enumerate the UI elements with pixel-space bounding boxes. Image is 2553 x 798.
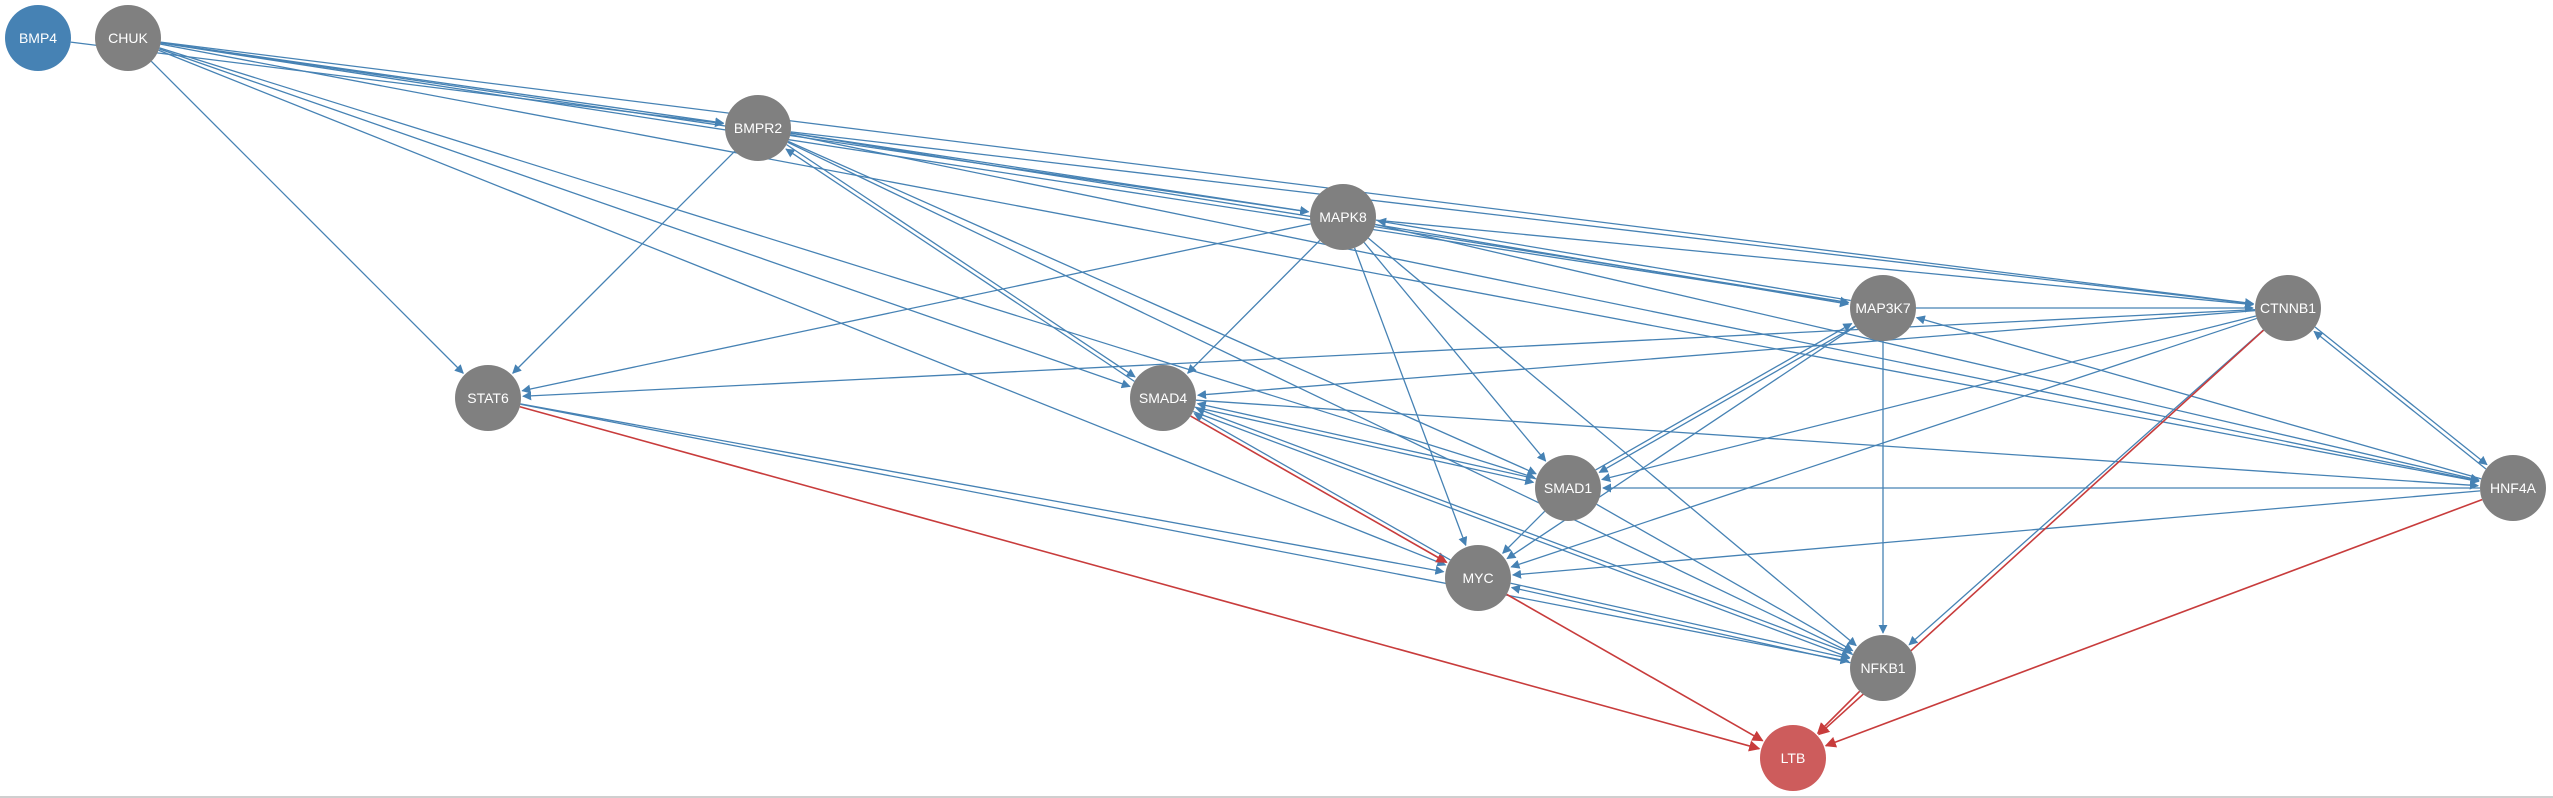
node-label: HNF4A — [2490, 480, 2537, 496]
edge-stat6-to-myc — [520, 403, 1445, 575]
edge-mapk8-to-stat6 — [521, 223, 1311, 394]
edge-hnf4a-to-ltb — [1824, 498, 2483, 748]
edge-chuk-to-map3k7 — [160, 42, 1850, 306]
node-stat6[interactable]: STAT6 — [455, 365, 521, 431]
node-label: CHUK — [108, 30, 148, 46]
node-label: MAPK8 — [1319, 209, 1367, 225]
edge-ctnnb1-to-hnf4a — [2314, 326, 2488, 466]
edge-bmpr2-to-ctnnb1 — [790, 131, 2255, 308]
node-mapk8[interactable]: MAPK8 — [1310, 184, 1376, 250]
edge-myc-to-nfkb1 — [1510, 582, 1851, 662]
edge-ctnnb1-to-myc — [1510, 317, 2257, 569]
edge-chuk-to-hnf4a — [160, 43, 2480, 485]
node-label: NFKB1 — [1860, 660, 1905, 676]
edge-chuk-to-ctnnb1 — [160, 41, 2255, 308]
edge-bmpr2-to-stat6 — [512, 150, 736, 374]
edge-mapk8-to-map3k7 — [1375, 223, 1850, 308]
edge-chuk-to-myc — [158, 49, 1447, 567]
node-ltb[interactable]: LTB — [1760, 725, 1826, 791]
edge-ctnnb1-to-stat6 — [522, 308, 2256, 401]
node-circle[interactable] — [1850, 275, 1916, 341]
node-label: SMAD1 — [1544, 480, 1592, 496]
edge-mapk8-to-smad1 — [1363, 241, 1547, 462]
node-circle[interactable] — [2255, 275, 2321, 341]
edge-myc-to-ltb — [1506, 593, 1764, 742]
node-bmp4[interactable]: BMP4 — [5, 5, 71, 71]
node-chuk[interactable]: CHUK — [95, 5, 161, 71]
node-circle[interactable] — [1130, 365, 1196, 431]
edge-stat6-to-nfkb1 — [520, 403, 1850, 665]
node-circle[interactable] — [1850, 635, 1916, 701]
edge-bmpr2-to-smad4 — [786, 144, 1136, 378]
node-circle[interactable] — [2480, 455, 2546, 521]
node-smad4[interactable]: SMAD4 — [1130, 365, 1196, 431]
edge-smad1-to-map3k7 — [1595, 323, 1853, 471]
edge-map3k7-to-smad1 — [1598, 325, 1856, 473]
node-map3k7[interactable]: MAP3K7 — [1850, 275, 1916, 341]
node-label: CTNNB1 — [2260, 300, 2316, 316]
edge-chuk-to-smad1 — [159, 47, 1536, 480]
node-nfkb1[interactable]: NFKB1 — [1850, 635, 1916, 701]
node-label: LTB — [1781, 750, 1806, 766]
edge-map3k7-to-myc — [1506, 325, 1856, 560]
node-label: MAP3K7 — [1855, 300, 1910, 316]
node-label: MYC — [1462, 570, 1493, 586]
edge-layer — [70, 41, 2488, 752]
node-bmpr2[interactable]: BMPR2 — [725, 95, 791, 161]
edge-nfkb1-to-ltb — [1816, 690, 1861, 735]
node-ctnnb1[interactable]: CTNNB1 — [2255, 275, 2321, 341]
edge-ctnnb1-to-nfkb1 — [1908, 329, 2264, 646]
edge-smad1-to-myc — [1502, 510, 1546, 554]
node-label: STAT6 — [467, 390, 509, 406]
edge-smad4-to-hnf4a — [1195, 399, 2479, 490]
edge-mapk8-to-hnf4a — [1375, 223, 2480, 483]
edge-chuk-to-smad4 — [158, 48, 1131, 389]
edge-smad4-to-myc — [1190, 415, 1448, 564]
node-circle[interactable] — [1445, 545, 1511, 611]
edge-bmpr2-to-nfkb1 — [787, 141, 1853, 654]
node-label: BMPR2 — [734, 120, 782, 136]
node-circle[interactable] — [1535, 455, 1601, 521]
node-label: BMP4 — [19, 30, 57, 46]
edge-hnf4a-to-map3k7 — [1915, 315, 2482, 480]
node-circle[interactable] — [455, 365, 521, 431]
node-myc[interactable]: MYC — [1445, 545, 1511, 611]
edge-myc-to-smad4 — [1193, 413, 1451, 561]
edge-smad1-to-smad4 — [1196, 400, 1537, 480]
edge-nfkb1-to-myc — [1510, 584, 1851, 664]
node-circle[interactable] — [95, 5, 161, 71]
edge-ctnnb1-to-smad4 — [1196, 309, 2256, 400]
node-circle[interactable] — [5, 5, 71, 71]
edge-smad1-to-nfkb1 — [1596, 503, 1854, 652]
node-circle[interactable] — [725, 95, 791, 161]
edge-smad4-to-smad1 — [1194, 406, 1535, 486]
edge-hnf4a-to-myc — [1511, 490, 2481, 579]
edge-stat6-to-ltb — [519, 406, 1761, 752]
node-circle[interactable] — [1310, 184, 1376, 250]
node-hnf4a[interactable]: HNF4A — [2480, 455, 2546, 521]
edge-bmpr2-to-mapk8 — [790, 132, 1310, 216]
node-label: SMAD4 — [1139, 390, 1187, 406]
edge-mapk8-to-smad4 — [1187, 239, 1321, 374]
edge-hnf4a-to-ctnnb1 — [2313, 330, 2487, 470]
edge-ctnnb1-to-smad1 — [1601, 315, 2257, 482]
edge-mapk8-to-myc — [1353, 247, 1468, 547]
edge-mapk8-to-ctnnb1 — [1375, 219, 2255, 309]
edge-bmpr2-to-hnf4a — [790, 133, 2480, 484]
node-circle[interactable] — [1760, 725, 1826, 791]
edge-chuk-to-stat6 — [150, 60, 464, 374]
edge-bmpr2-to-smad1 — [787, 140, 1537, 475]
edge-map3k7-to-mapk8 — [1376, 217, 1851, 302]
edge-smad4-to-bmpr2 — [785, 148, 1135, 382]
edge-mapk8-to-nfkb1 — [1367, 237, 1857, 647]
node-smad1[interactable]: SMAD1 — [1535, 455, 1601, 521]
